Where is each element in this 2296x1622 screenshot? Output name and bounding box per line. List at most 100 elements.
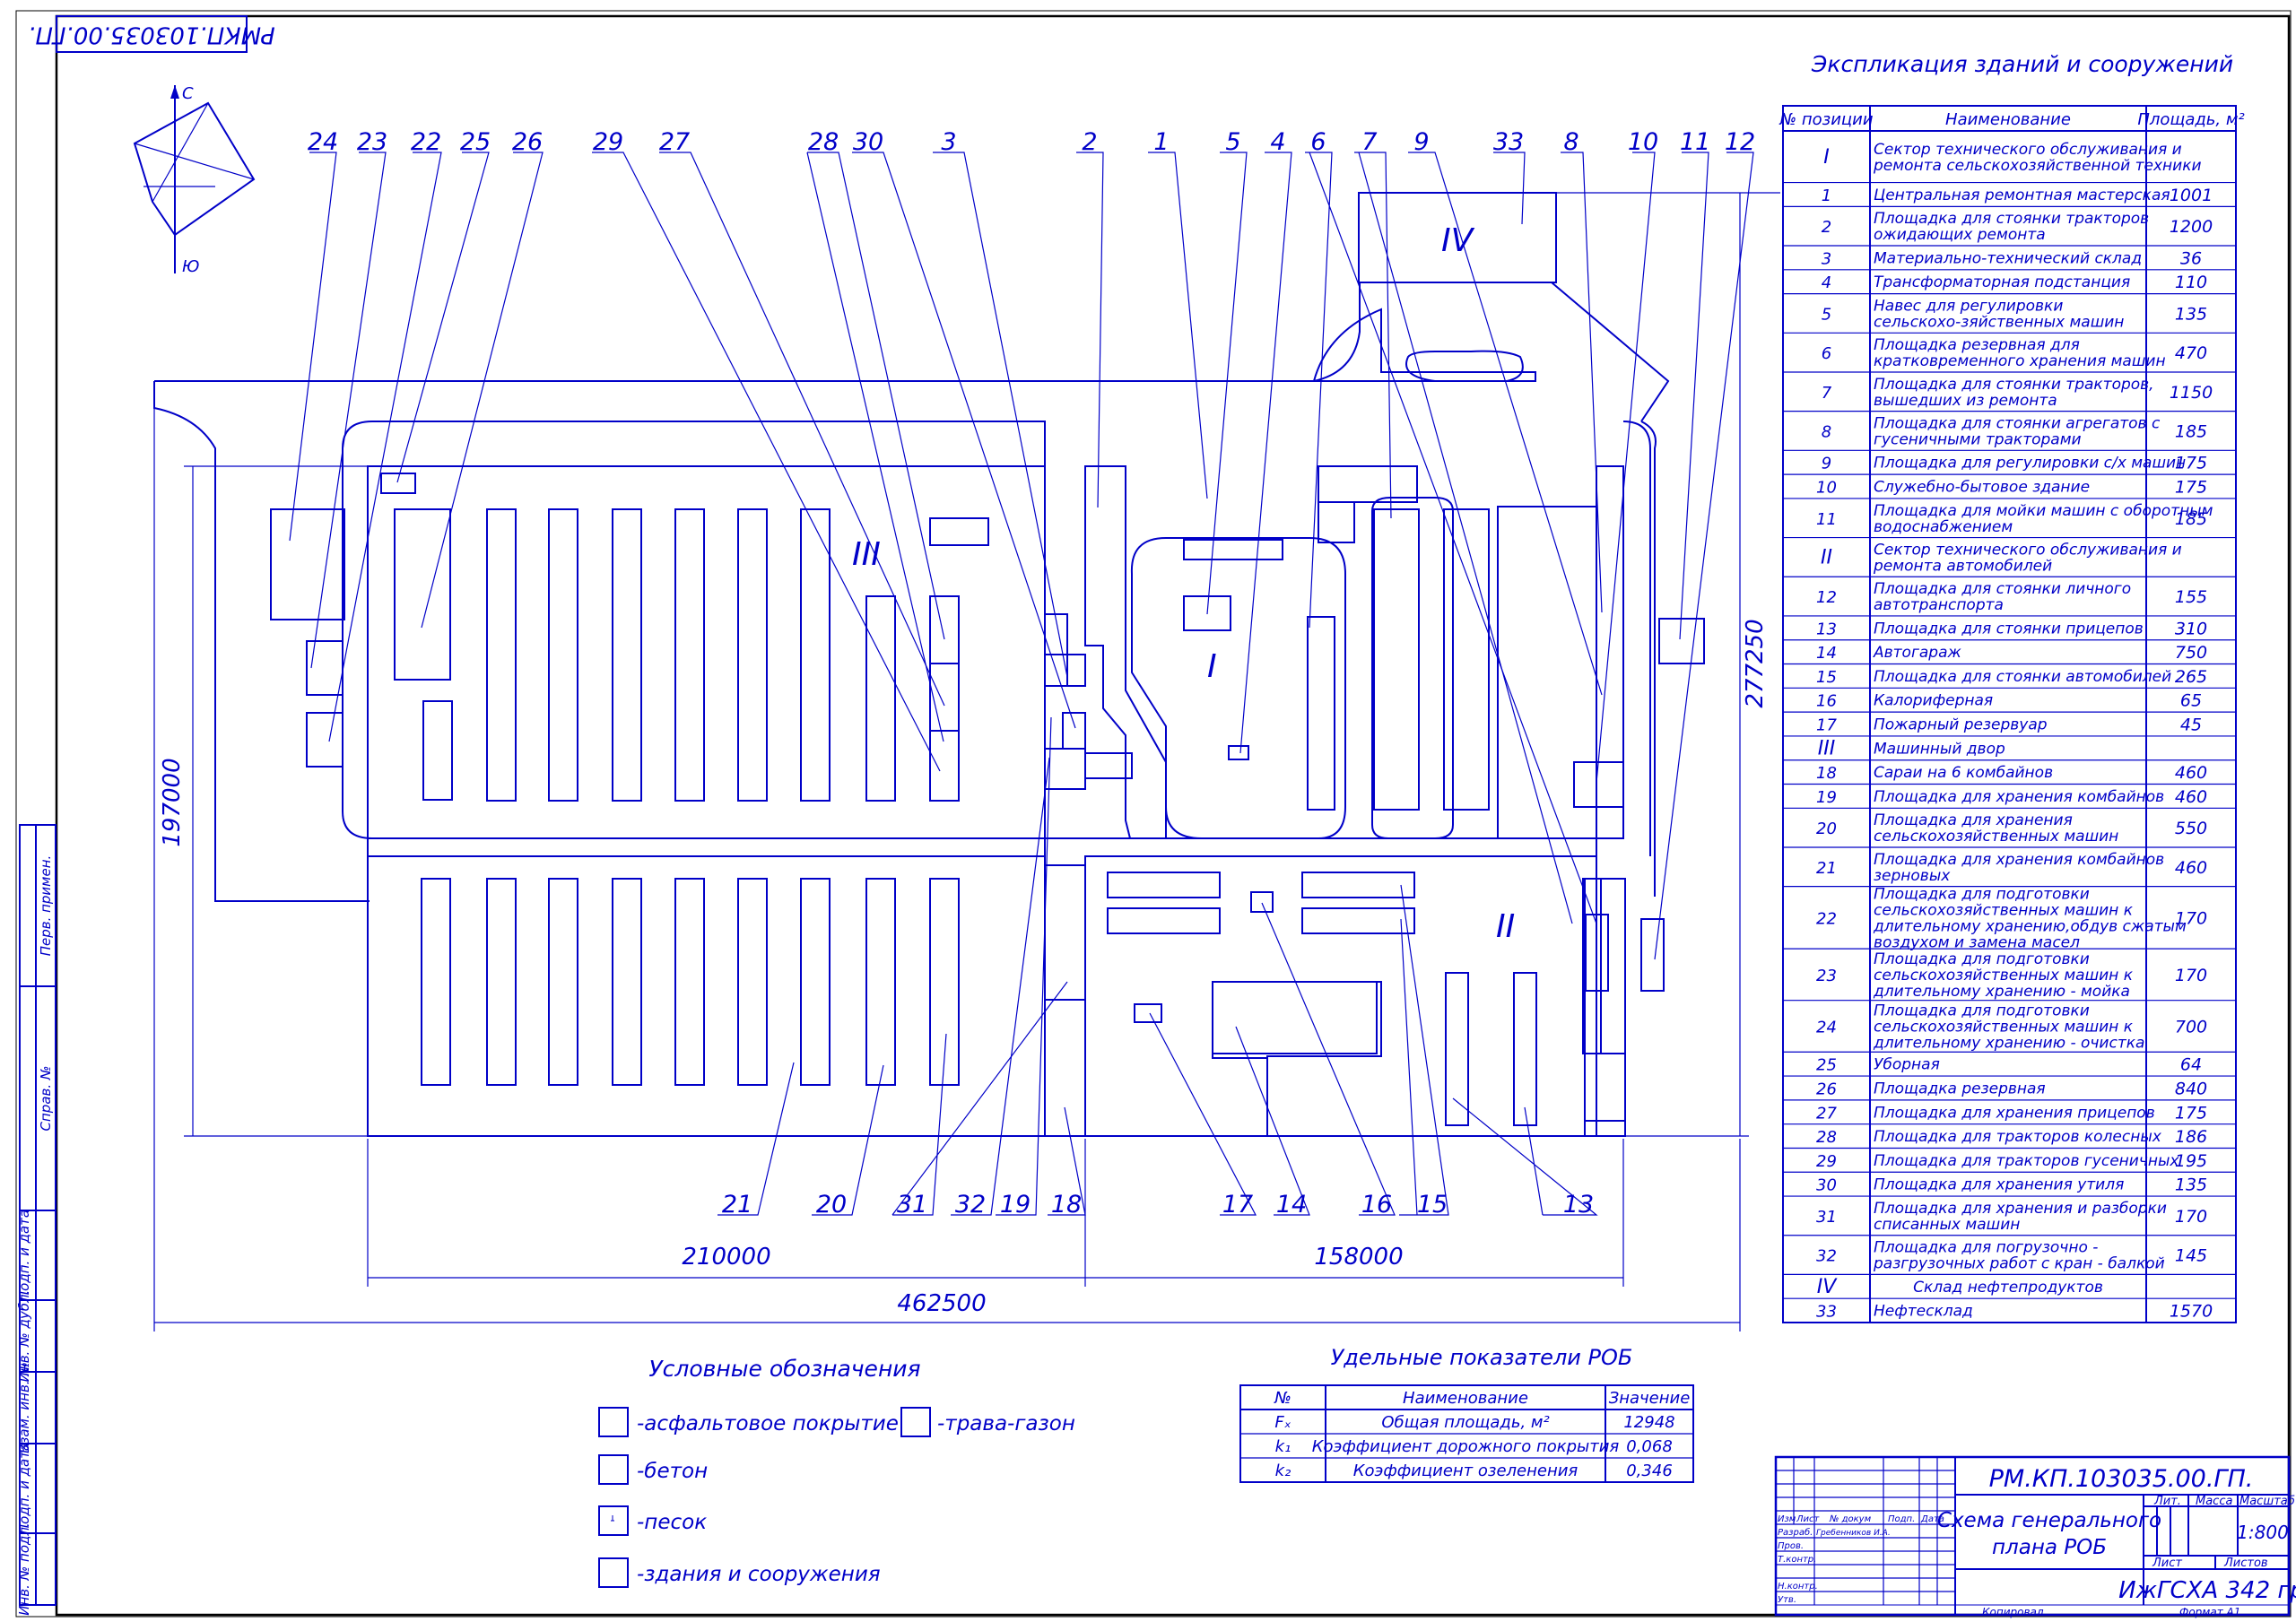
explication-name: Сараи на 6 комбайнов [1874,764,2053,782]
callout-top-7: 7 [1361,128,1377,156]
explication-name: Уборная [1874,1056,1940,1074]
explication-pos: 17 [1816,716,1837,735]
explication-header-1: Наименование [1945,110,2071,129]
tb-col-doc: № докум [1829,1514,1872,1524]
explication-pos: 12 [1816,588,1837,607]
explication-pos: 1 [1822,186,1831,205]
explication-area: 110 [2175,273,2207,292]
callout-leaders [289,152,1780,960]
legend-swatch-asphalt [598,1407,629,1437]
explication-area: 45 [2180,716,2202,735]
explication-pos: 2 [1822,218,1831,237]
explication-area: 470 [2175,343,2207,363]
tb-copied: Копировал [1982,1606,2044,1618]
explication-area: 1001 [2170,186,2213,205]
explication-area: 750 [2175,643,2207,663]
explication-area: 175 [2175,1103,2207,1123]
callout-top-1: 1 [1153,128,1169,156]
explication-pos: 18 [1816,764,1837,783]
callout-top-23: 23 [357,128,387,156]
explication-pos: 11 [1816,510,1837,529]
legend-item-buildings: -здания и сооружения [637,1563,881,1586]
explication-pos: 13 [1816,620,1837,638]
explication-pos: 21 [1816,859,1837,878]
explication-area: 1200 [2170,217,2213,237]
dim-width-left: 210000 [682,1244,770,1271]
explication-pos: 22 [1816,909,1837,928]
explication-name: Площадка для хранения прицепов [1874,1104,2155,1122]
tb-scale: Масштаб [2239,1495,2295,1508]
indicators-title: Удельные показатели РОБ [1331,1345,1633,1370]
compass-north: С [182,84,194,103]
drawing-frame [55,14,2291,1617]
explication-pos: 23 [1816,967,1837,985]
explication-pos: 32 [1816,1247,1837,1266]
explication-area: 155 [2175,587,2207,607]
dim-height-left: 197000 [159,758,186,846]
tb-sheet: Лист [2152,1557,2182,1570]
callout-bottom-31: 31 [897,1191,927,1219]
indicators-cell: k₁ [1275,1437,1292,1456]
explication-header-2: Площадь, м² [2137,110,2244,129]
title-block-text: РМ.КП.103035.00.ГП. Схема генерального п… [1778,1465,2296,1618]
indicators-cell: 12948 [1623,1413,1674,1432]
outer-frame [15,10,2292,1618]
callout-top-28: 28 [808,128,839,156]
indicators-cell: k₂ [1275,1462,1292,1480]
explication-pos: 14 [1816,644,1837,663]
explication-header-0: № позиции [1779,110,1873,129]
explication-area: 170 [2175,908,2207,928]
callout-top-29: 29 [593,128,623,156]
explication-area: 195 [2175,1151,2207,1171]
explication-area: 185 [2175,421,2207,441]
legend-swatch-lawn [900,1407,931,1437]
indicators-cell: Коэффициент озеленения [1353,1462,1578,1480]
explication-area: 310 [2175,619,2207,638]
indicators-cell: 0,346 [1626,1462,1673,1480]
tb-row-razrab: Разраб. [1778,1527,1813,1538]
callout-bottom-18: 18 [1051,1191,1082,1219]
callout-top-26: 26 [512,128,543,156]
dim-height-right: 277250 [1742,619,1769,707]
explication-pos: 20 [1816,820,1837,838]
explication-pos: 26 [1816,1080,1837,1098]
explication-area: 265 [2175,667,2207,687]
zone-iii-label: III [852,536,881,573]
explication-pos: II [1821,546,1832,568]
tb-row-tkontr: Т.контр. [1778,1555,1816,1565]
explication-pos: 31 [1816,1208,1837,1227]
callout-bottom-17: 17 [1222,1191,1253,1219]
explication-pos: IV [1817,1276,1838,1298]
legend-item-asphalt: -асфальтовое покрытие [637,1412,899,1436]
tb-scale-value: 1:800 [2237,1522,2289,1543]
explication-name: Площадка для стоянки прицепов [1874,620,2144,638]
explication-name: Калориферная [1874,692,1993,710]
explication-name: Площадка для погрузочно -разгрузочных ра… [1873,1239,2165,1273]
side-stamp-3: Инв. № дубл. [16,1290,32,1383]
tb-name-1: Схема генерального [1937,1509,2161,1532]
legend-item-lawn: -трава-газон [937,1412,1075,1436]
explication-name: Площадка для хранения утиля [1874,1176,2124,1194]
tb-code: РМ.КП.103035.00.ГП. [1989,1465,2254,1493]
legend-swatch-concrete [598,1454,629,1485]
indicators-header-2: Значение [1609,1389,1691,1408]
tb-col-date: Дата [1920,1514,1944,1524]
callout-top-5: 5 [1225,128,1240,156]
explication-name: Площадка для тракторов колесных [1874,1128,2162,1146]
explication-table: Экспликация зданий и сооружений № позици… [1779,51,2245,1323]
explication-name: Площадка для стоянки тракторов,вышедших … [1874,376,2154,410]
legend-swatch-buildings [598,1557,629,1588]
legend: Условные обозначения -асфальтовое покрыт… [598,1356,1075,1588]
tb-name-2: плана РОБ [1992,1536,2107,1559]
callout-top-8: 8 [1563,128,1578,156]
callout-top-25: 25 [460,128,491,156]
